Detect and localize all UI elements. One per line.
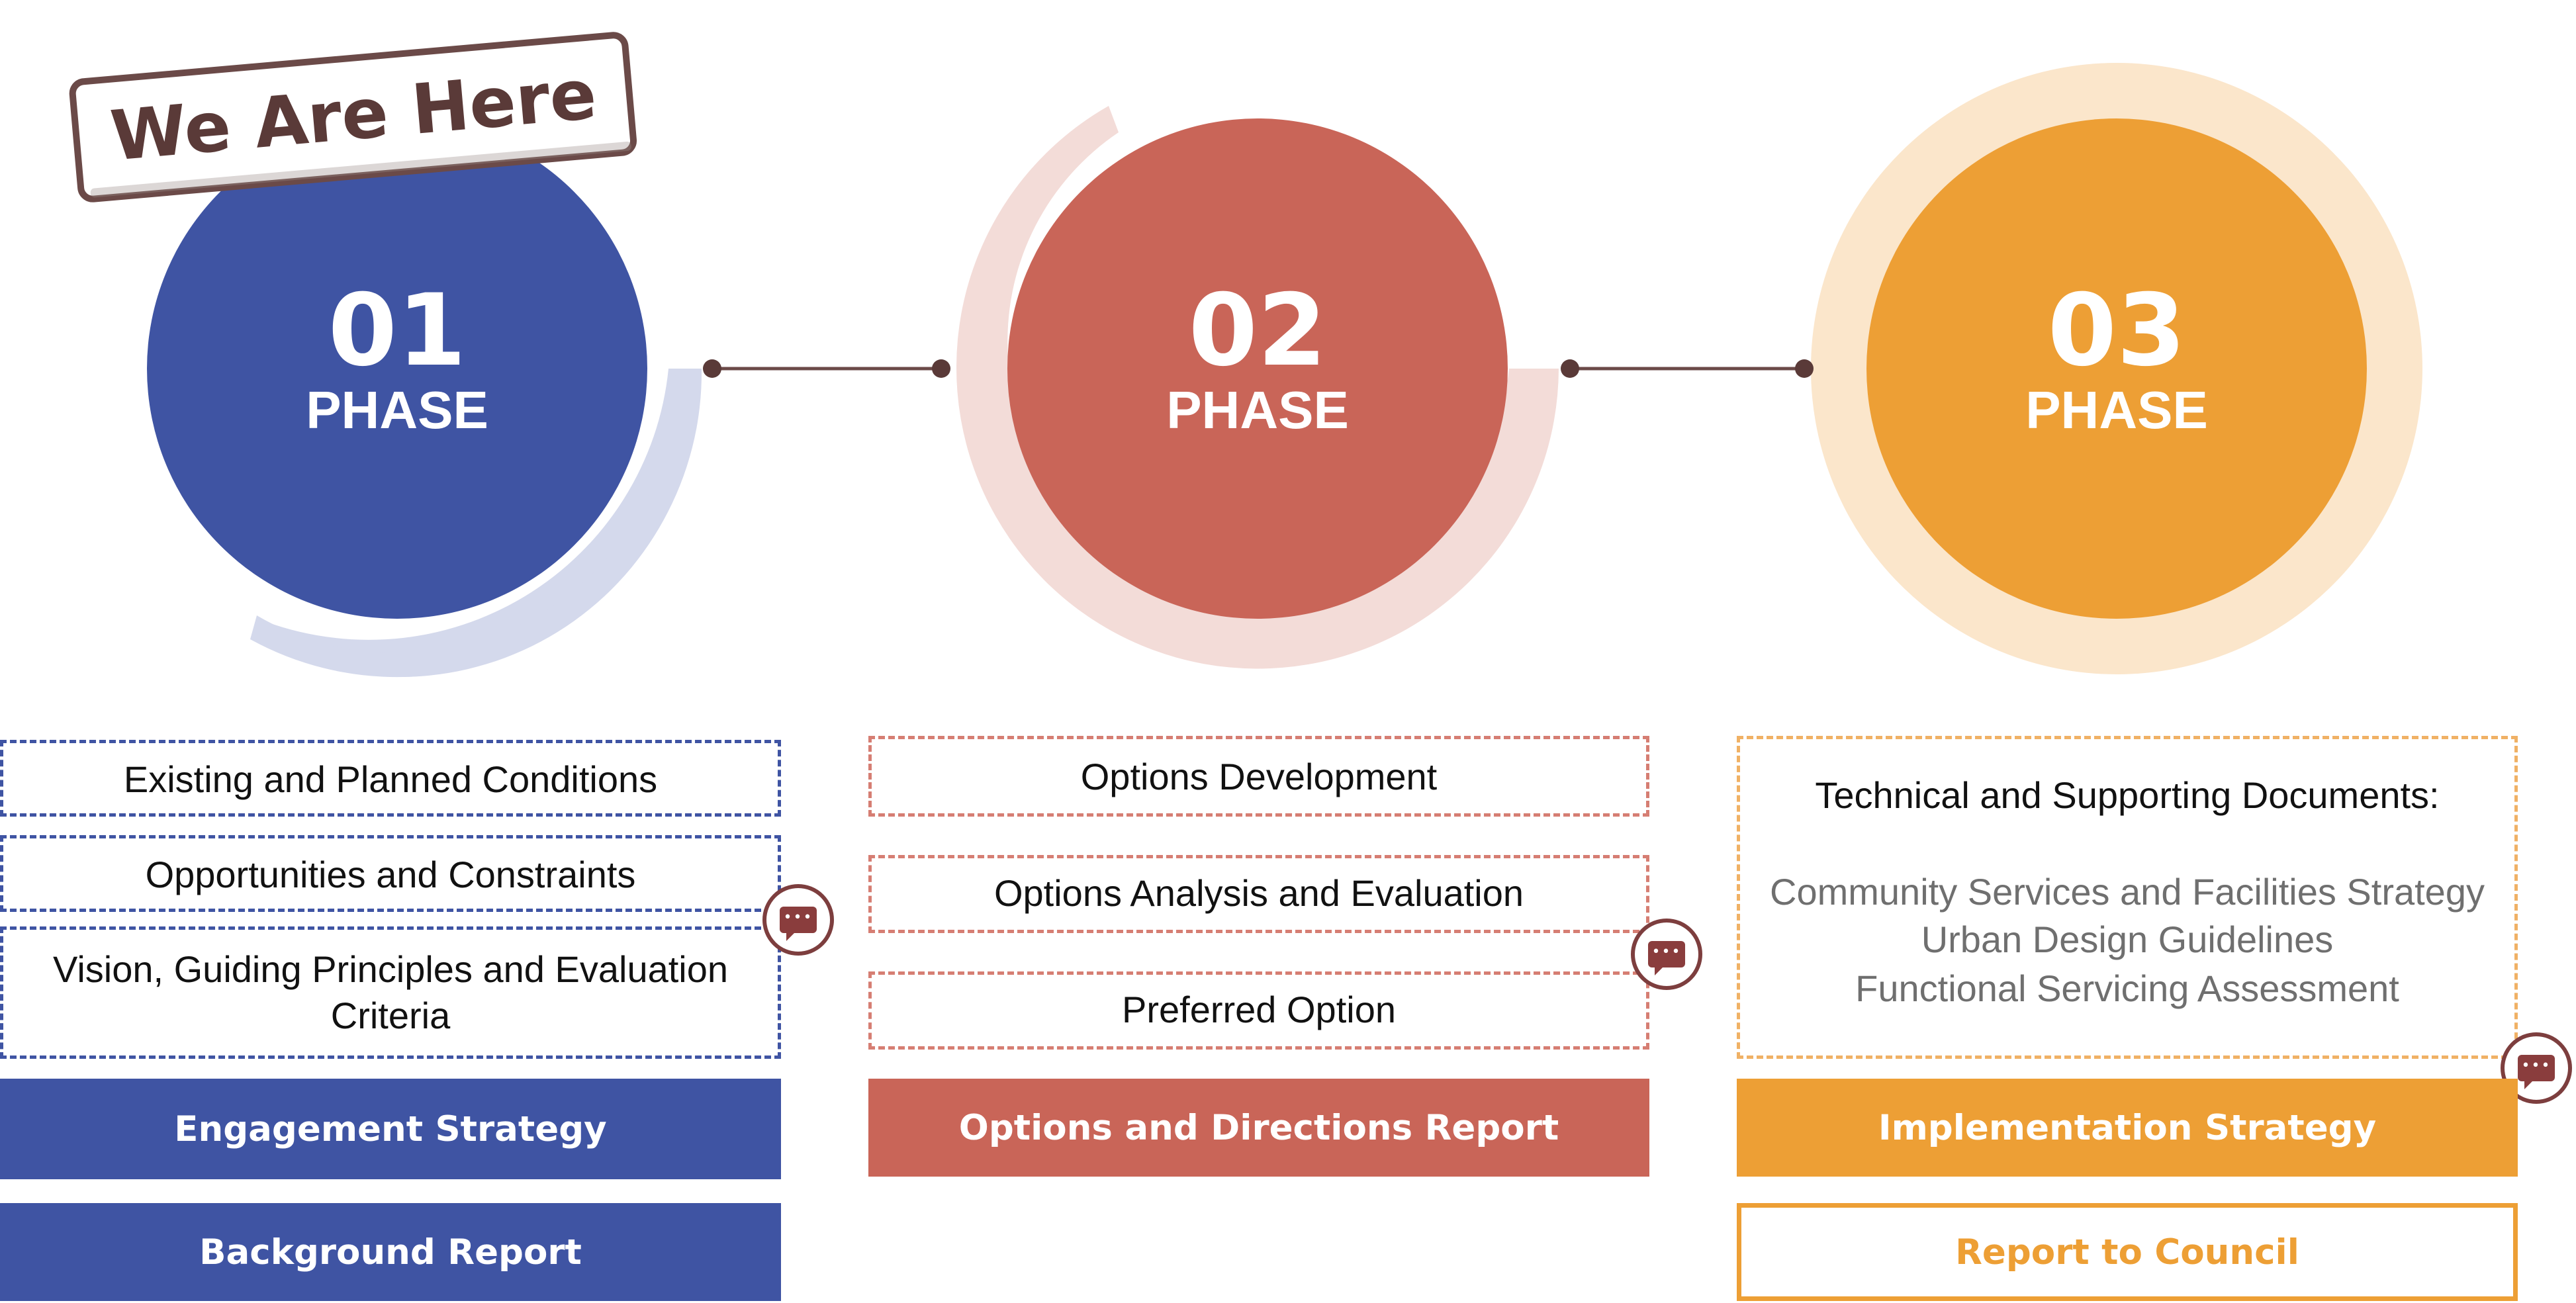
phase-2-item-options-development-label: Options Development xyxy=(1080,756,1438,797)
phase-3-circle xyxy=(1866,118,2367,619)
phase-3-feedback-icon[interactable]: ••• xyxy=(2501,1032,2572,1104)
phase-3-report-to-council[interactable]: Report to Council xyxy=(1737,1203,2518,1301)
phase-1-item-vision-label: Vision, Guiding Principles and Evaluatio… xyxy=(52,948,729,990)
phase-2-item-options-analysis-label: Options Analysis and Evaluation xyxy=(993,872,1524,914)
phase-1-label: PHASE xyxy=(306,381,488,439)
phase-2-item-options-development: Options Development xyxy=(868,736,1649,817)
phase-2-feedback-icon[interactable]: ••• xyxy=(1631,919,1702,990)
phase-1-item-conditions: Existing and Planned Conditions xyxy=(0,740,781,817)
phase-3-implementation-strategy[interactable]: Implementation Strategy xyxy=(1737,1079,2518,1177)
phase-1-item-vision: Vision, Guiding Principles and Evaluatio… xyxy=(0,926,781,1059)
connector-2-3 xyxy=(1561,359,1814,378)
phase-2-item-preferred-option: Preferred Option xyxy=(868,971,1649,1050)
phase-1-item-conditions-label: Existing and Planned Conditions xyxy=(123,758,658,800)
phase-3-doc-community-services: Community Services and Facilities Strate… xyxy=(1770,871,2485,913)
phase-3-documents-heading: Technical and Supporting Documents: xyxy=(1815,774,2440,816)
phase-1-progress-ring-fill xyxy=(250,369,702,678)
phase-3-doc-functional-servicing: Functional Servicing Assessment xyxy=(1855,967,2399,1009)
phase-1-feedback-icon[interactable]: ••• xyxy=(762,884,834,956)
phase-1-number: 01 xyxy=(328,273,467,388)
phase-2-number: 02 xyxy=(1188,273,1327,388)
phase-1-circle xyxy=(147,118,647,619)
connector-1-2 xyxy=(703,359,950,378)
phase-1-item-opportunities-label: Opportunities and Constraints xyxy=(145,854,636,895)
phase-1-item-opportunities: Opportunities and Constraints xyxy=(0,835,781,912)
phase-2-item-preferred-option-label: Preferred Option xyxy=(1122,989,1396,1030)
phase-2-options-directions-report[interactable]: Options and Directions Report xyxy=(868,1079,1649,1177)
phase-2-item-options-analysis: Options Analysis and Evaluation xyxy=(868,855,1649,933)
phase-2-circle xyxy=(1007,118,1508,619)
phase-2-label: PHASE xyxy=(1166,381,1349,439)
phase-3-doc-urban-design: Urban Design Guidelines xyxy=(1921,919,2334,960)
phase-3-documents-box: Technical and Supporting Documents: Comm… xyxy=(1737,736,2518,1059)
phase-3-number: 03 xyxy=(2047,273,2186,388)
we-are-here-badge: We Are Here xyxy=(69,32,637,202)
phase-1-engagement-strategy[interactable]: Engagement Strategy xyxy=(0,1079,781,1179)
phase-1-item-vision-label-2: Criteria xyxy=(330,995,451,1036)
phase-1-background-report[interactable]: Background Report xyxy=(0,1203,781,1301)
phase-3-label: PHASE xyxy=(2025,381,2208,439)
